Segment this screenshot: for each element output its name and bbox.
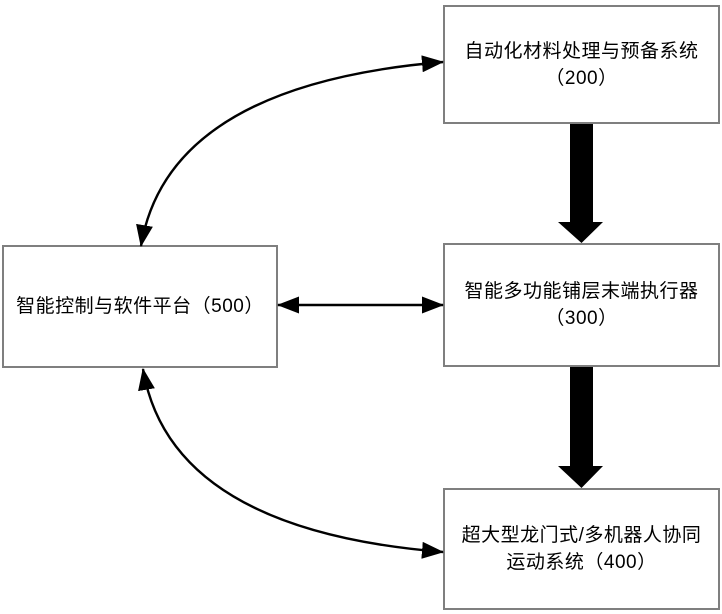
curved-double-arrow-500-400 xyxy=(138,368,444,559)
thick-arrow-200-300 xyxy=(558,124,603,243)
box-300-label-line1: 智能多功能铺层末端执行器 xyxy=(464,281,699,302)
box-automated-material-system-200: 自动化材料处理与预备系统 （200） xyxy=(443,5,720,124)
box-200-label-line1: 自动化材料处理与预备系统 xyxy=(464,40,699,62)
box-200-label-line2: （200） xyxy=(545,67,618,89)
curved-double-arrow-500-200 xyxy=(136,55,444,247)
box-gantry-robot-motion-system-400: 超大型龙门式/多机器人协同 运动系统（400） xyxy=(443,488,720,610)
box-400-label-line2: 运动系统（400） xyxy=(506,552,657,573)
box-layup-end-effector-300: 智能多功能铺层末端执行器 （300） xyxy=(443,243,720,367)
box-300-label-line2: （300） xyxy=(545,308,618,329)
box-control-software-platform-500: 智能控制与软件平台（500） xyxy=(2,245,278,368)
box-500-label-line1: 智能控制与软件平台（500） xyxy=(16,296,264,317)
box-400-label-line1: 超大型龙门式/多机器人协同 xyxy=(461,525,702,546)
thick-arrow-300-400 xyxy=(558,367,603,488)
